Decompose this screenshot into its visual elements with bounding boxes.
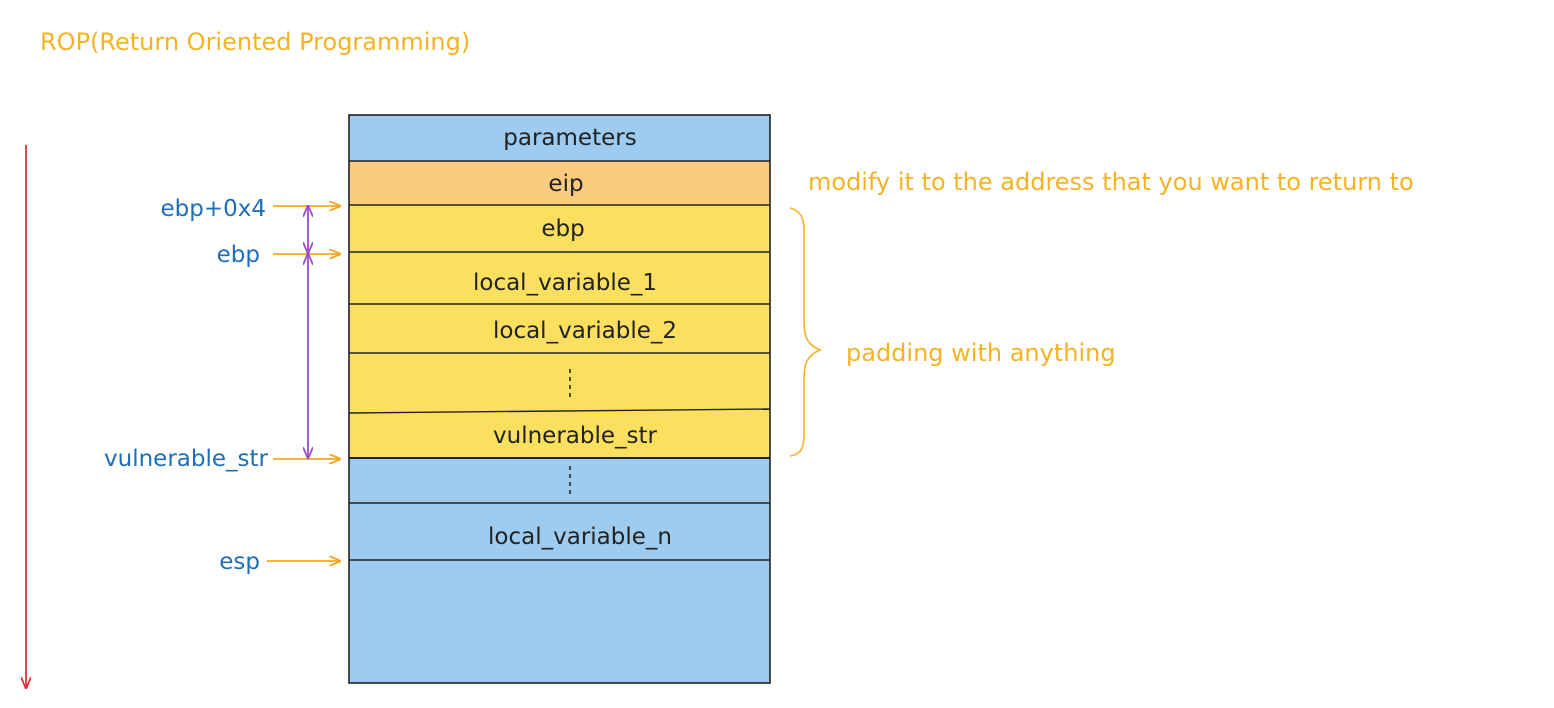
eip-cell — [349, 161, 770, 205]
pointer-ebp-plus-4-label: ebp+0x4 — [161, 196, 267, 222]
local-variable-1-cell — [349, 252, 770, 304]
ebp-cell — [349, 205, 770, 252]
divider — [348, 408, 771, 414]
pointer-ebp-label: ebp — [217, 242, 260, 268]
diagram-title: ROP(Return Oriented Programming) — [40, 28, 470, 56]
eip-label: eip — [548, 171, 583, 197]
local-variable-2-label: local_variable_2 — [493, 318, 677, 344]
pointer-vulnerable-str-label: vulnerable_str — [104, 446, 268, 472]
padding-annotation: padding with anything — [846, 339, 1116, 367]
local-variable-n-cell — [349, 503, 770, 560]
eip-annotation: modify it to the address that you want t… — [808, 168, 1414, 196]
parameters-cell — [349, 115, 770, 161]
local-variable-2-cell — [349, 304, 770, 353]
ellipsis-cell-1 — [349, 353, 770, 411]
pointer-esp-label: esp — [219, 549, 260, 575]
stack-frame: parameters eip ebp local_variable_1 loca… — [348, 114, 771, 684]
vulnerable-str-cell — [349, 411, 770, 458]
ebp-label: ebp — [541, 216, 584, 242]
ellipsis-cell-2 — [349, 458, 770, 503]
vulnerable-str-label: vulnerable_str — [493, 423, 657, 449]
stack-outline — [348, 114, 771, 684]
local-variable-1-label: local_variable_1 — [473, 270, 657, 296]
local-variable-n-label: local_variable_n — [488, 524, 672, 550]
padding-brace — [789, 207, 823, 457]
bottom-cell — [349, 560, 770, 683]
parameters-label: parameters — [503, 125, 636, 151]
